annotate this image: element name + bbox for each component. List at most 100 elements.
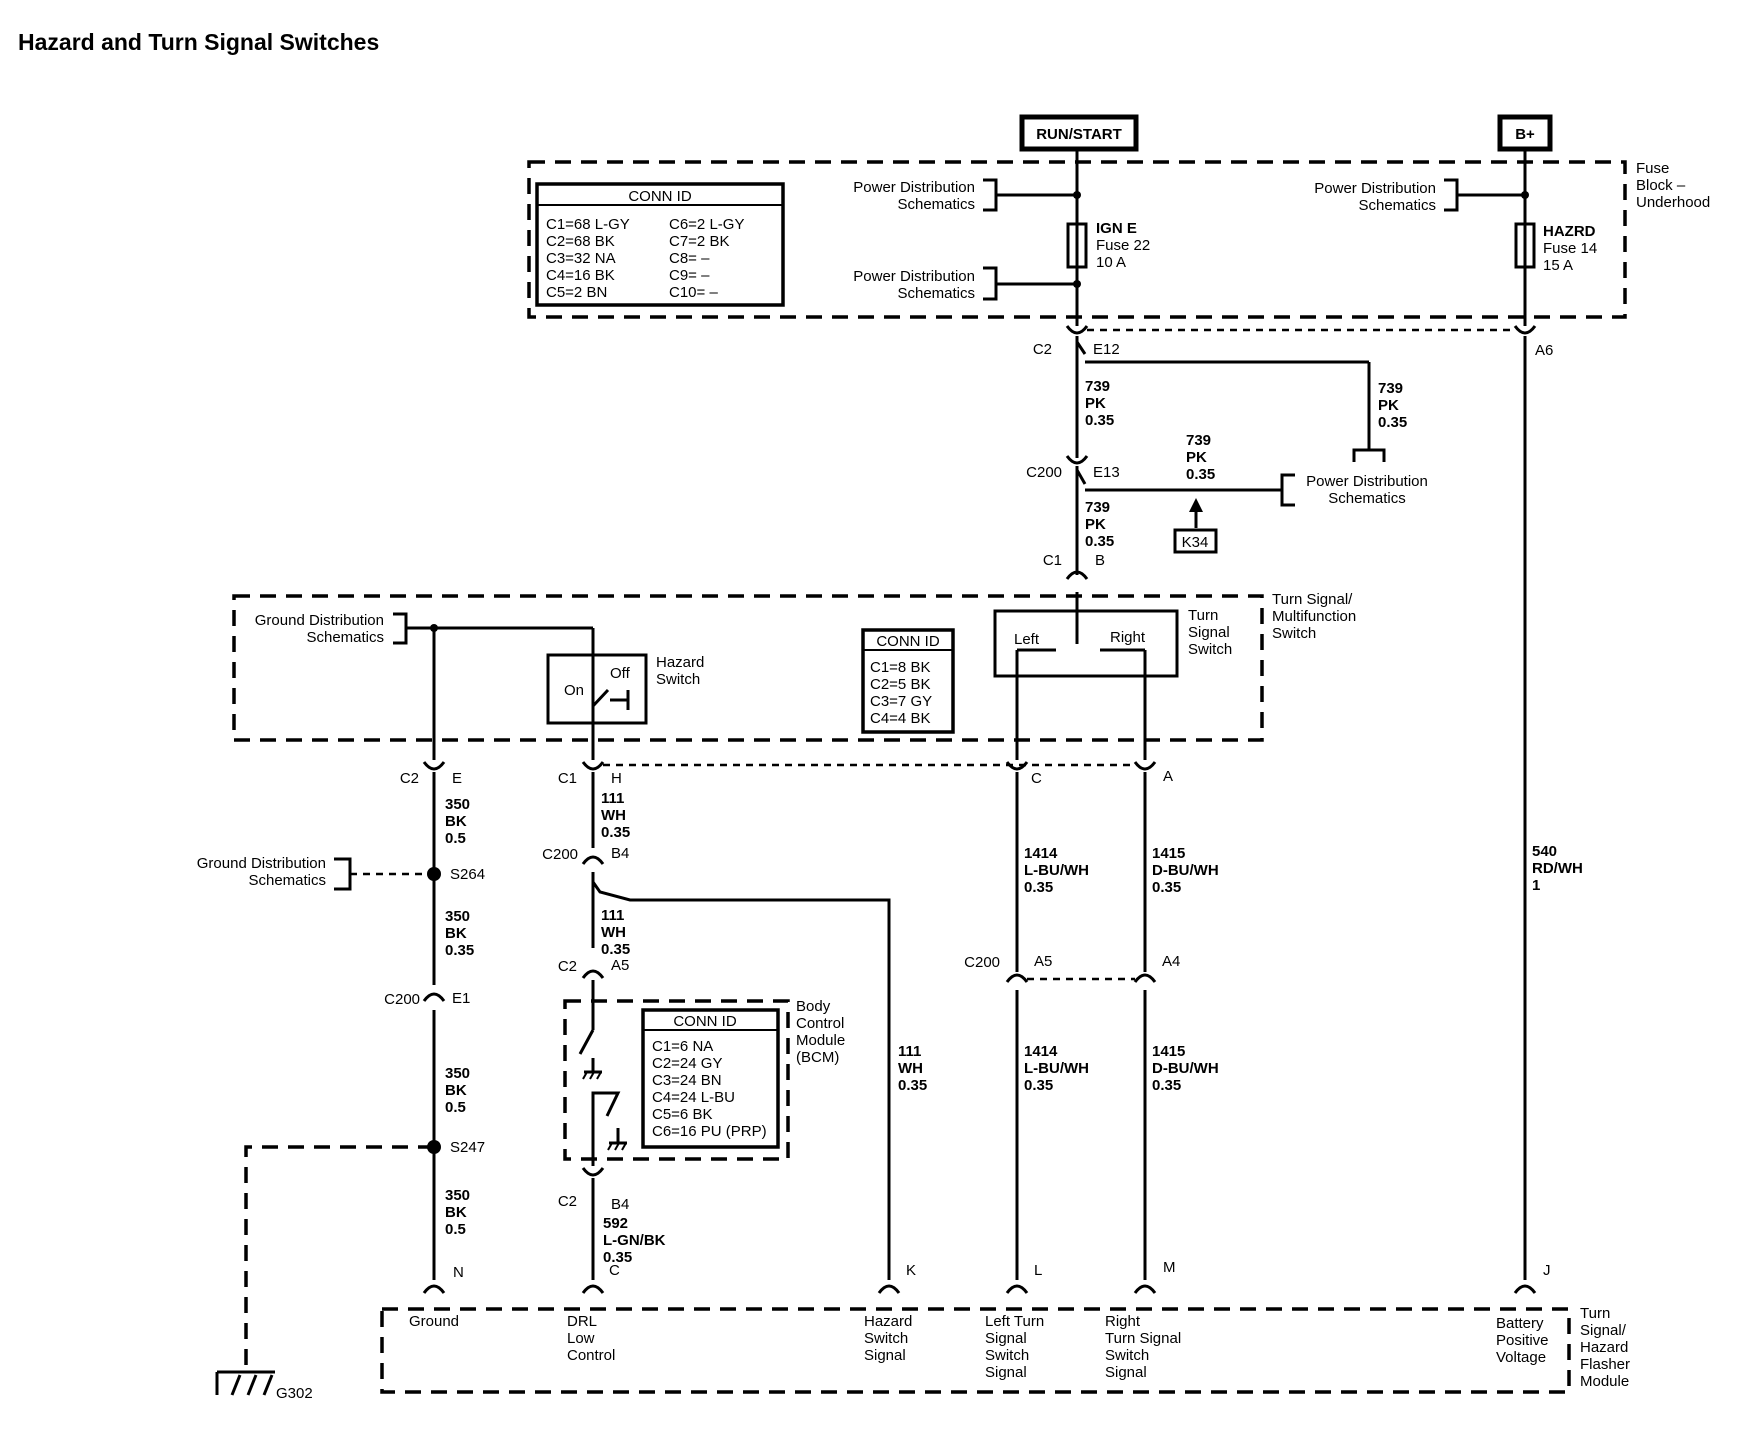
svg-text:BK: BK xyxy=(445,1204,467,1221)
splice-s264: S264 xyxy=(427,866,485,883)
svg-text:(BCM): (BCM) xyxy=(796,1049,839,1066)
connector-c200-e13: C200 E13 xyxy=(1026,455,1120,481)
svg-text:C200: C200 xyxy=(384,991,420,1008)
svg-text:Signal/: Signal/ xyxy=(1580,1322,1627,1339)
svg-text:Left: Left xyxy=(1014,631,1040,648)
connector-a4: A4 xyxy=(1133,953,1180,983)
pin-k-hazard-switch-signal: K Hazard Switch Signal xyxy=(864,1262,916,1364)
svg-text:PK: PK xyxy=(1186,449,1207,466)
svg-text:D-BU/WH: D-BU/WH xyxy=(1152,1060,1219,1077)
wire-label-350: 350 BK 0.5 xyxy=(445,796,470,847)
svg-text:Battery: Battery xyxy=(1496,1315,1544,1332)
svg-text:C200: C200 xyxy=(542,846,578,863)
svg-text:Power Distribution: Power Distribution xyxy=(853,268,975,285)
svg-text:Module: Module xyxy=(1580,1373,1629,1390)
svg-text:Schematics: Schematics xyxy=(897,196,975,213)
svg-text:PK: PK xyxy=(1085,516,1106,533)
power-distribution-ref: Power Distribution Schematics xyxy=(853,178,1077,213)
svg-text:Control: Control xyxy=(796,1015,844,1032)
svg-text:Power Distribution: Power Distribution xyxy=(853,179,975,196)
svg-text:Switch: Switch xyxy=(1105,1347,1149,1364)
svg-text:B4: B4 xyxy=(611,1196,629,1213)
svg-text:0.35: 0.35 xyxy=(1024,879,1053,896)
svg-text:Positive: Positive xyxy=(1496,1332,1549,1349)
wire-label-111: 111 WH 0.35 xyxy=(898,1043,927,1094)
svg-text:0.35: 0.35 xyxy=(601,824,630,841)
svg-text:E13: E13 xyxy=(1093,464,1120,481)
svg-text:CONN ID: CONN ID xyxy=(628,188,692,205)
connector-a: A xyxy=(1133,761,1173,785)
svg-text:C9= –: C9= – xyxy=(669,267,710,284)
pin-c-drl-low-control: C DRL Low Control xyxy=(567,1262,620,1364)
svg-text:0.35: 0.35 xyxy=(1186,466,1215,483)
svg-text:0.5: 0.5 xyxy=(445,1221,466,1238)
svg-text:G302: G302 xyxy=(276,1385,313,1402)
svg-text:C4=24 L-BU: C4=24 L-BU xyxy=(652,1089,735,1106)
connector-c1-b: C1 B xyxy=(1043,552,1105,580)
svg-text:B4: B4 xyxy=(611,845,629,862)
svg-text:BK: BK xyxy=(445,925,467,942)
connector-c200-e1: C200 E1 xyxy=(384,990,470,1008)
pin-n-ground: N Ground xyxy=(409,1264,464,1330)
body-control-module: Body Control Module (BCM) CONN ID C1=6 N… xyxy=(563,980,845,1166)
svg-text:739: 739 xyxy=(1085,499,1110,516)
power-distribution-ref: Power Distribution Schematics xyxy=(853,266,1077,302)
svg-text:C2: C2 xyxy=(1033,341,1052,358)
ground-distribution-ref: Ground Distribution Schematics xyxy=(255,612,408,646)
svg-text:Switch: Switch xyxy=(985,1347,1029,1364)
svg-text:L-BU/WH: L-BU/WH xyxy=(1024,862,1089,879)
svg-text:0.5: 0.5 xyxy=(445,830,466,847)
svg-text:L: L xyxy=(1034,1262,1042,1279)
svg-text:Off: Off xyxy=(610,665,631,682)
wire-label-739: 739 PK 0.35 xyxy=(1186,432,1215,483)
svg-text:Hazard: Hazard xyxy=(656,654,704,671)
svg-text:RUN/START: RUN/START xyxy=(1036,126,1122,143)
svg-text:1415: 1415 xyxy=(1152,1043,1185,1060)
svg-text:E12: E12 xyxy=(1093,341,1120,358)
svg-text:WH: WH xyxy=(601,807,626,824)
svg-text:0.35: 0.35 xyxy=(1152,1077,1181,1094)
svg-text:0.35: 0.35 xyxy=(1085,533,1114,550)
svg-text:Turn Signal: Turn Signal xyxy=(1105,1330,1181,1347)
svg-text:540: 540 xyxy=(1532,843,1557,860)
power-distribution-ref: Power Distribution Schematics xyxy=(1314,178,1525,214)
svg-text:0.35: 0.35 xyxy=(1378,414,1407,431)
svg-text:PK: PK xyxy=(1378,397,1399,414)
svg-text:C2=68 BK: C2=68 BK xyxy=(546,233,615,250)
svg-text:BK: BK xyxy=(445,813,467,830)
svg-text:B: B xyxy=(1095,552,1105,569)
svg-text:Schematics: Schematics xyxy=(1358,197,1436,214)
svg-text:Voltage: Voltage xyxy=(1496,1349,1546,1366)
svg-text:C3=32 NA: C3=32 NA xyxy=(546,250,616,267)
power-distribution-ref: Power Distribution Schematics xyxy=(1280,473,1428,507)
k34-reference-tag: K34 xyxy=(1173,498,1218,554)
svg-text:Module: Module xyxy=(796,1032,845,1049)
svg-text:Schematics: Schematics xyxy=(1328,490,1406,507)
svg-text:Signal: Signal xyxy=(1105,1364,1147,1381)
connector-c200-a5: C200 A5 xyxy=(964,953,1052,983)
pin-l-left-turn-signal: L Left Turn Signal Switch Signal xyxy=(985,1262,1044,1381)
svg-text:A4: A4 xyxy=(1162,953,1180,970)
svg-text:C8= –: C8= – xyxy=(669,250,710,267)
svg-text:10 A: 10 A xyxy=(1096,254,1126,271)
svg-text:C: C xyxy=(1031,770,1042,787)
svg-text:CONN ID: CONN ID xyxy=(673,1013,737,1030)
run-start-tag: RUN/START xyxy=(1019,114,1139,152)
svg-text:Multifunction: Multifunction xyxy=(1272,608,1356,625)
svg-text:Signal: Signal xyxy=(985,1330,1027,1347)
turn-signal-hazard-flasher-module: Turn Signal/ Hazard Flasher Module N Gro… xyxy=(380,1259,1630,1394)
svg-text:111: 111 xyxy=(601,907,624,924)
svg-text:N: N xyxy=(453,1264,464,1281)
svg-text:C6=2 L-GY: C6=2 L-GY xyxy=(669,216,744,233)
svg-text:C1: C1 xyxy=(558,770,577,787)
svg-text:Body: Body xyxy=(796,998,831,1015)
svg-text:Ground Distribution: Ground Distribution xyxy=(255,612,384,629)
svg-text:CONN ID: CONN ID xyxy=(876,633,940,650)
svg-text:RD/WH: RD/WH xyxy=(1532,860,1583,877)
svg-text:C3=7 GY: C3=7 GY xyxy=(870,693,932,710)
svg-text:Right: Right xyxy=(1105,1313,1141,1330)
wire-label-350: 350 BK 0.35 xyxy=(445,908,474,959)
svg-text:K: K xyxy=(906,1262,916,1279)
svg-text:0.35: 0.35 xyxy=(603,1249,632,1266)
